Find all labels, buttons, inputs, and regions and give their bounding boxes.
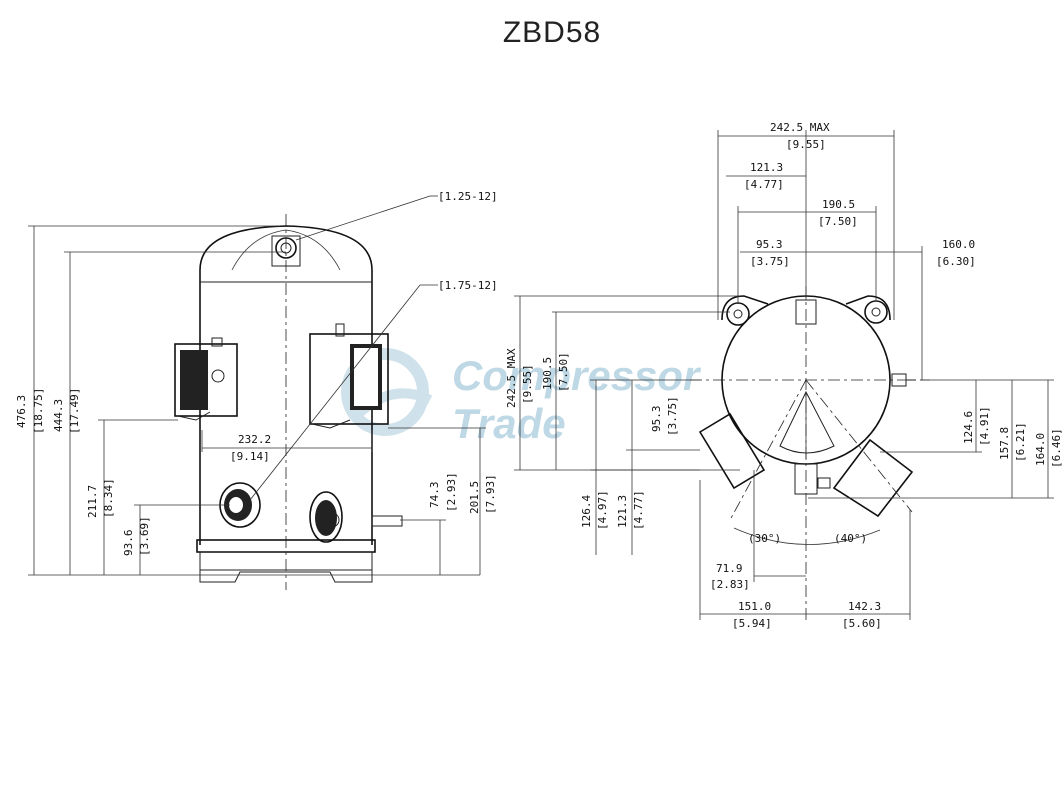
dim-height-total-in: [18.75]	[32, 388, 45, 434]
dim-w-953-in: [3.75]	[750, 255, 790, 268]
dim-w-half-in: [4.77]	[744, 178, 784, 191]
center-fin	[779, 390, 835, 454]
dim-height-box-in: [8.34]	[102, 478, 115, 518]
watermark-logo: Compressor Trade	[341, 348, 702, 447]
dim-height-disch: 74.3	[428, 482, 441, 509]
dim-b-1423: 142.3	[848, 600, 881, 613]
dim-v-1905-in: [7.50]	[557, 352, 570, 392]
dim-w-half: 121.3	[750, 161, 783, 174]
watermark-line1: Compressor	[452, 352, 702, 399]
dim-width-ports: 232.2	[238, 433, 271, 446]
side-view: [1.25-12] [1.75-12] 476.3 [18.75] 444.3 …	[15, 190, 498, 590]
top-view: 242.5 MAX [9.55] 121.3 [4.77] 190.5 [7.5…	[505, 121, 1063, 630]
dim-r-1246: 124.6	[962, 411, 975, 444]
dim-w-max-in: [9.55]	[786, 138, 826, 151]
drawing-title: ZBD58	[502, 16, 602, 49]
dome-contour	[231, 229, 341, 271]
dim-height-disch-in: [2.93]	[445, 472, 458, 512]
dim-fitting-mid: [1.75-12]	[438, 279, 498, 292]
dim-w-max: 242.5 MAX	[770, 121, 830, 134]
dim-v-953-in: [3.75]	[666, 396, 679, 436]
angle-30-line	[729, 379, 807, 521]
ear-left	[721, 295, 769, 321]
dim-height-box: 211.7	[86, 485, 99, 518]
dim-angle-40: (40°)	[834, 532, 867, 545]
dim-w-bolt-in: [7.50]	[818, 215, 858, 228]
dim-angle-30: (30°)	[748, 532, 781, 545]
dim-r-1640: 164.0	[1034, 433, 1047, 466]
dim-b-1423-in: [5.60]	[842, 617, 882, 630]
watermark-line2: Trade	[452, 400, 566, 447]
ear-right	[845, 295, 891, 321]
angle-40-line	[805, 379, 913, 513]
dim-b-719-in: [2.83]	[710, 578, 750, 591]
dim-height-right-in: [7.93]	[484, 474, 497, 514]
dim-b-1510-in: [5.94]	[732, 617, 772, 630]
dim-height-suction: 93.6	[122, 530, 135, 557]
dim-v-1264: 126.4	[580, 495, 593, 528]
dim-v-1905: 190.5	[541, 357, 554, 390]
dim-height-top: 444.3	[52, 399, 65, 432]
dim-height-right: 201.5	[468, 481, 481, 514]
dim-r-1578-in: [6.21]	[1014, 422, 1027, 462]
angle-arc	[733, 527, 881, 545]
dim-v-1264-in: [4.97]	[596, 490, 609, 530]
dim-height-top-in: [17.49]	[68, 388, 81, 434]
dim-w-1600-in: [6.30]	[936, 255, 976, 268]
dim-v-max: 242.5 MAX	[505, 348, 518, 408]
left-box	[698, 412, 766, 490]
dim-b-719: 71.9	[716, 562, 743, 575]
discharge-port	[309, 491, 403, 543]
base-feet	[199, 570, 373, 583]
dim-v-1213-in: [4.77]	[632, 490, 645, 530]
dim-w-bolt: 190.5	[822, 198, 855, 211]
right-terminal-box	[309, 323, 389, 429]
dim-b-1510: 151.0	[738, 600, 771, 613]
dim-r-1246-in: [4.91]	[978, 406, 991, 446]
dim-v-953: 95.3	[650, 406, 663, 433]
dim-fitting-top: [1.25-12]	[438, 190, 498, 203]
dim-r-1578: 157.8	[998, 427, 1011, 460]
dim-v-max-in: [9.55]	[521, 364, 534, 404]
dim-height-total: 476.3	[15, 395, 28, 428]
dim-r-1640-in: [6.46]	[1050, 428, 1063, 468]
dim-height-suction-in: [3.69]	[138, 516, 151, 556]
dim-w-953: 95.3	[756, 238, 783, 251]
dim-v-1213: 121.3	[616, 495, 629, 528]
right-box	[832, 438, 914, 518]
dim-w-1600: 160.0	[942, 238, 975, 251]
dim-width-ports-in: [9.14]	[230, 450, 270, 463]
left-terminal-box	[174, 337, 238, 421]
